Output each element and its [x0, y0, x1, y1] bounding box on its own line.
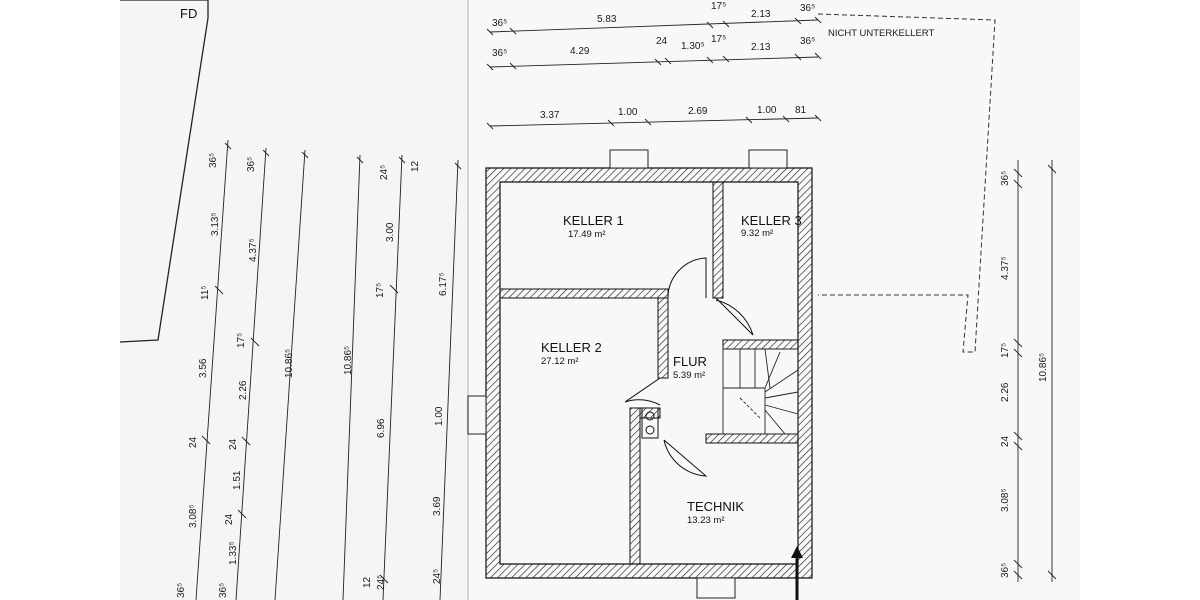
dim-left-c3-0: 24⁵ [379, 165, 390, 180]
dim-left-c2-8: 36⁵ [218, 583, 229, 598]
walls [485, 167, 813, 579]
dim-top-r2-4: 17⁵ [711, 34, 726, 45]
dim-right-1: 4.37⁵ [1000, 256, 1011, 280]
dim-left-c4-2: 1.00 [434, 406, 445, 426]
room-keller2-name: KELLER 2 [541, 340, 602, 355]
dim-left-total2: 10.86⁵ [343, 346, 354, 375]
dimension-chain-top-row2 [486, 52, 822, 71]
dim-right-2: 17⁵ [1000, 343, 1011, 358]
dim-left-c1-3: 3.56 [198, 358, 209, 378]
room-flur-name: FLUR [673, 354, 707, 369]
dim-left-c1-4: 24 [188, 436, 199, 448]
unbasemented-area-outline: NICHT UNTERKELLERT [817, 13, 996, 353]
appliance-symbols [641, 407, 659, 439]
dim-top-r3-4: 81 [795, 105, 807, 116]
room-keller1-area: 17.49 m² [568, 229, 606, 240]
dim-top-r3-1: 1.00 [618, 107, 638, 118]
dim-left-c3-3: 6.96 [376, 418, 387, 438]
dim-left-c2-5: 1.51 [232, 470, 243, 490]
dim-left-c4-3: 3.69 [432, 496, 443, 516]
dim-top-r2-2: 24 [656, 36, 668, 47]
dim-top-r3-0: 3.37 [540, 110, 560, 121]
dimension-chain-top-row1 [486, 16, 822, 36]
dim-right-total: 10.86⁵ [1038, 353, 1049, 382]
dimension-lines-right [1013, 160, 1057, 582]
room-keller1-name: KELLER 1 [563, 213, 624, 228]
dim-left-c2-4: 24 [228, 438, 239, 450]
dim-left-c3-1: 3.00 [385, 222, 396, 242]
windows [467, 149, 788, 599]
dim-left-c1-1: 3.13⁵ [210, 212, 221, 236]
dim-left-c1-5: 3.08⁵ [188, 504, 199, 528]
paper-right-page [468, 0, 1080, 600]
room-flur-area: 5.39 m² [673, 370, 705, 381]
fd-label: FD [180, 6, 197, 21]
dim-right-5: 3.08⁵ [1000, 488, 1011, 512]
dim-top-r1-4: 36⁵ [800, 3, 815, 14]
room-keller2-area: 27.12 m² [541, 356, 579, 367]
dim-top-r1-3: 2.13 [751, 9, 771, 20]
dim-left-c3-5: 24⁵ [376, 575, 387, 590]
dim-right-0: 36⁵ [1000, 171, 1011, 186]
dim-left-c2-0: 36⁵ [246, 157, 257, 172]
dim-top-r1-0: 36⁵ [492, 18, 507, 29]
dimension-chain-top-row3 [486, 114, 822, 130]
dim-left-c3-4: 12 [362, 576, 373, 588]
dim-top-r3-2: 2.69 [688, 106, 708, 117]
dim-left-c3-2: 17⁵ [375, 283, 386, 298]
dim-left-c4-1: 6.17⁵ [438, 272, 449, 296]
dim-top-r2-6: 36⁵ [800, 36, 815, 47]
dim-top-r3-3: 1.00 [757, 105, 777, 116]
dim-left-c2-2: 17⁵ [236, 333, 247, 348]
room-keller3-name: KELLER 3 [741, 213, 802, 228]
room-technik-name: TECHNIK [687, 499, 744, 514]
dim-left-c2-1: 4.37⁵ [248, 238, 259, 262]
dim-left-c1-0: 36⁵ [208, 153, 219, 168]
room-keller3-area: 9.32 m² [741, 228, 773, 239]
dim-right-6: 36⁵ [1000, 563, 1011, 578]
flat-roof-outline: FD [119, 0, 209, 343]
dim-left-total1: 10.86⁵ [284, 349, 295, 378]
dimension-lines-left [195, 139, 462, 600]
entry-arrow-icon [791, 546, 803, 600]
dim-right-3: 2.26 [1000, 382, 1011, 402]
dim-left-c2-7: 1.33⁵ [228, 541, 239, 565]
dim-top-r2-3: 1.30⁵ [681, 41, 705, 52]
dim-top-r2-1: 4.29 [570, 46, 590, 57]
dim-left-c2-3: 2.26 [238, 380, 249, 400]
dim-left-c1-2: 11⁵ [200, 285, 211, 300]
dim-top-r2-5: 2.13 [751, 42, 771, 53]
staircase [722, 348, 799, 435]
dim-top-r2-0: 36⁵ [492, 48, 507, 59]
dim-left-c4-4: 24⁵ [432, 569, 443, 584]
dim-left-c1-6: 36⁵ [176, 583, 187, 598]
dim-right-4: 24 [1000, 435, 1011, 447]
dim-top-r1-1: 5.83 [597, 14, 617, 25]
dim-top-r1-2: 17⁵ [711, 1, 726, 12]
dim-left-c2-6: 24 [224, 513, 235, 525]
doors [624, 257, 754, 477]
nicht-unterkellert-label: NICHT UNTERKELLERT [828, 28, 934, 39]
dim-left-c4-0: 12 [410, 160, 421, 172]
room-technik-area: 13.23 m² [687, 515, 725, 526]
